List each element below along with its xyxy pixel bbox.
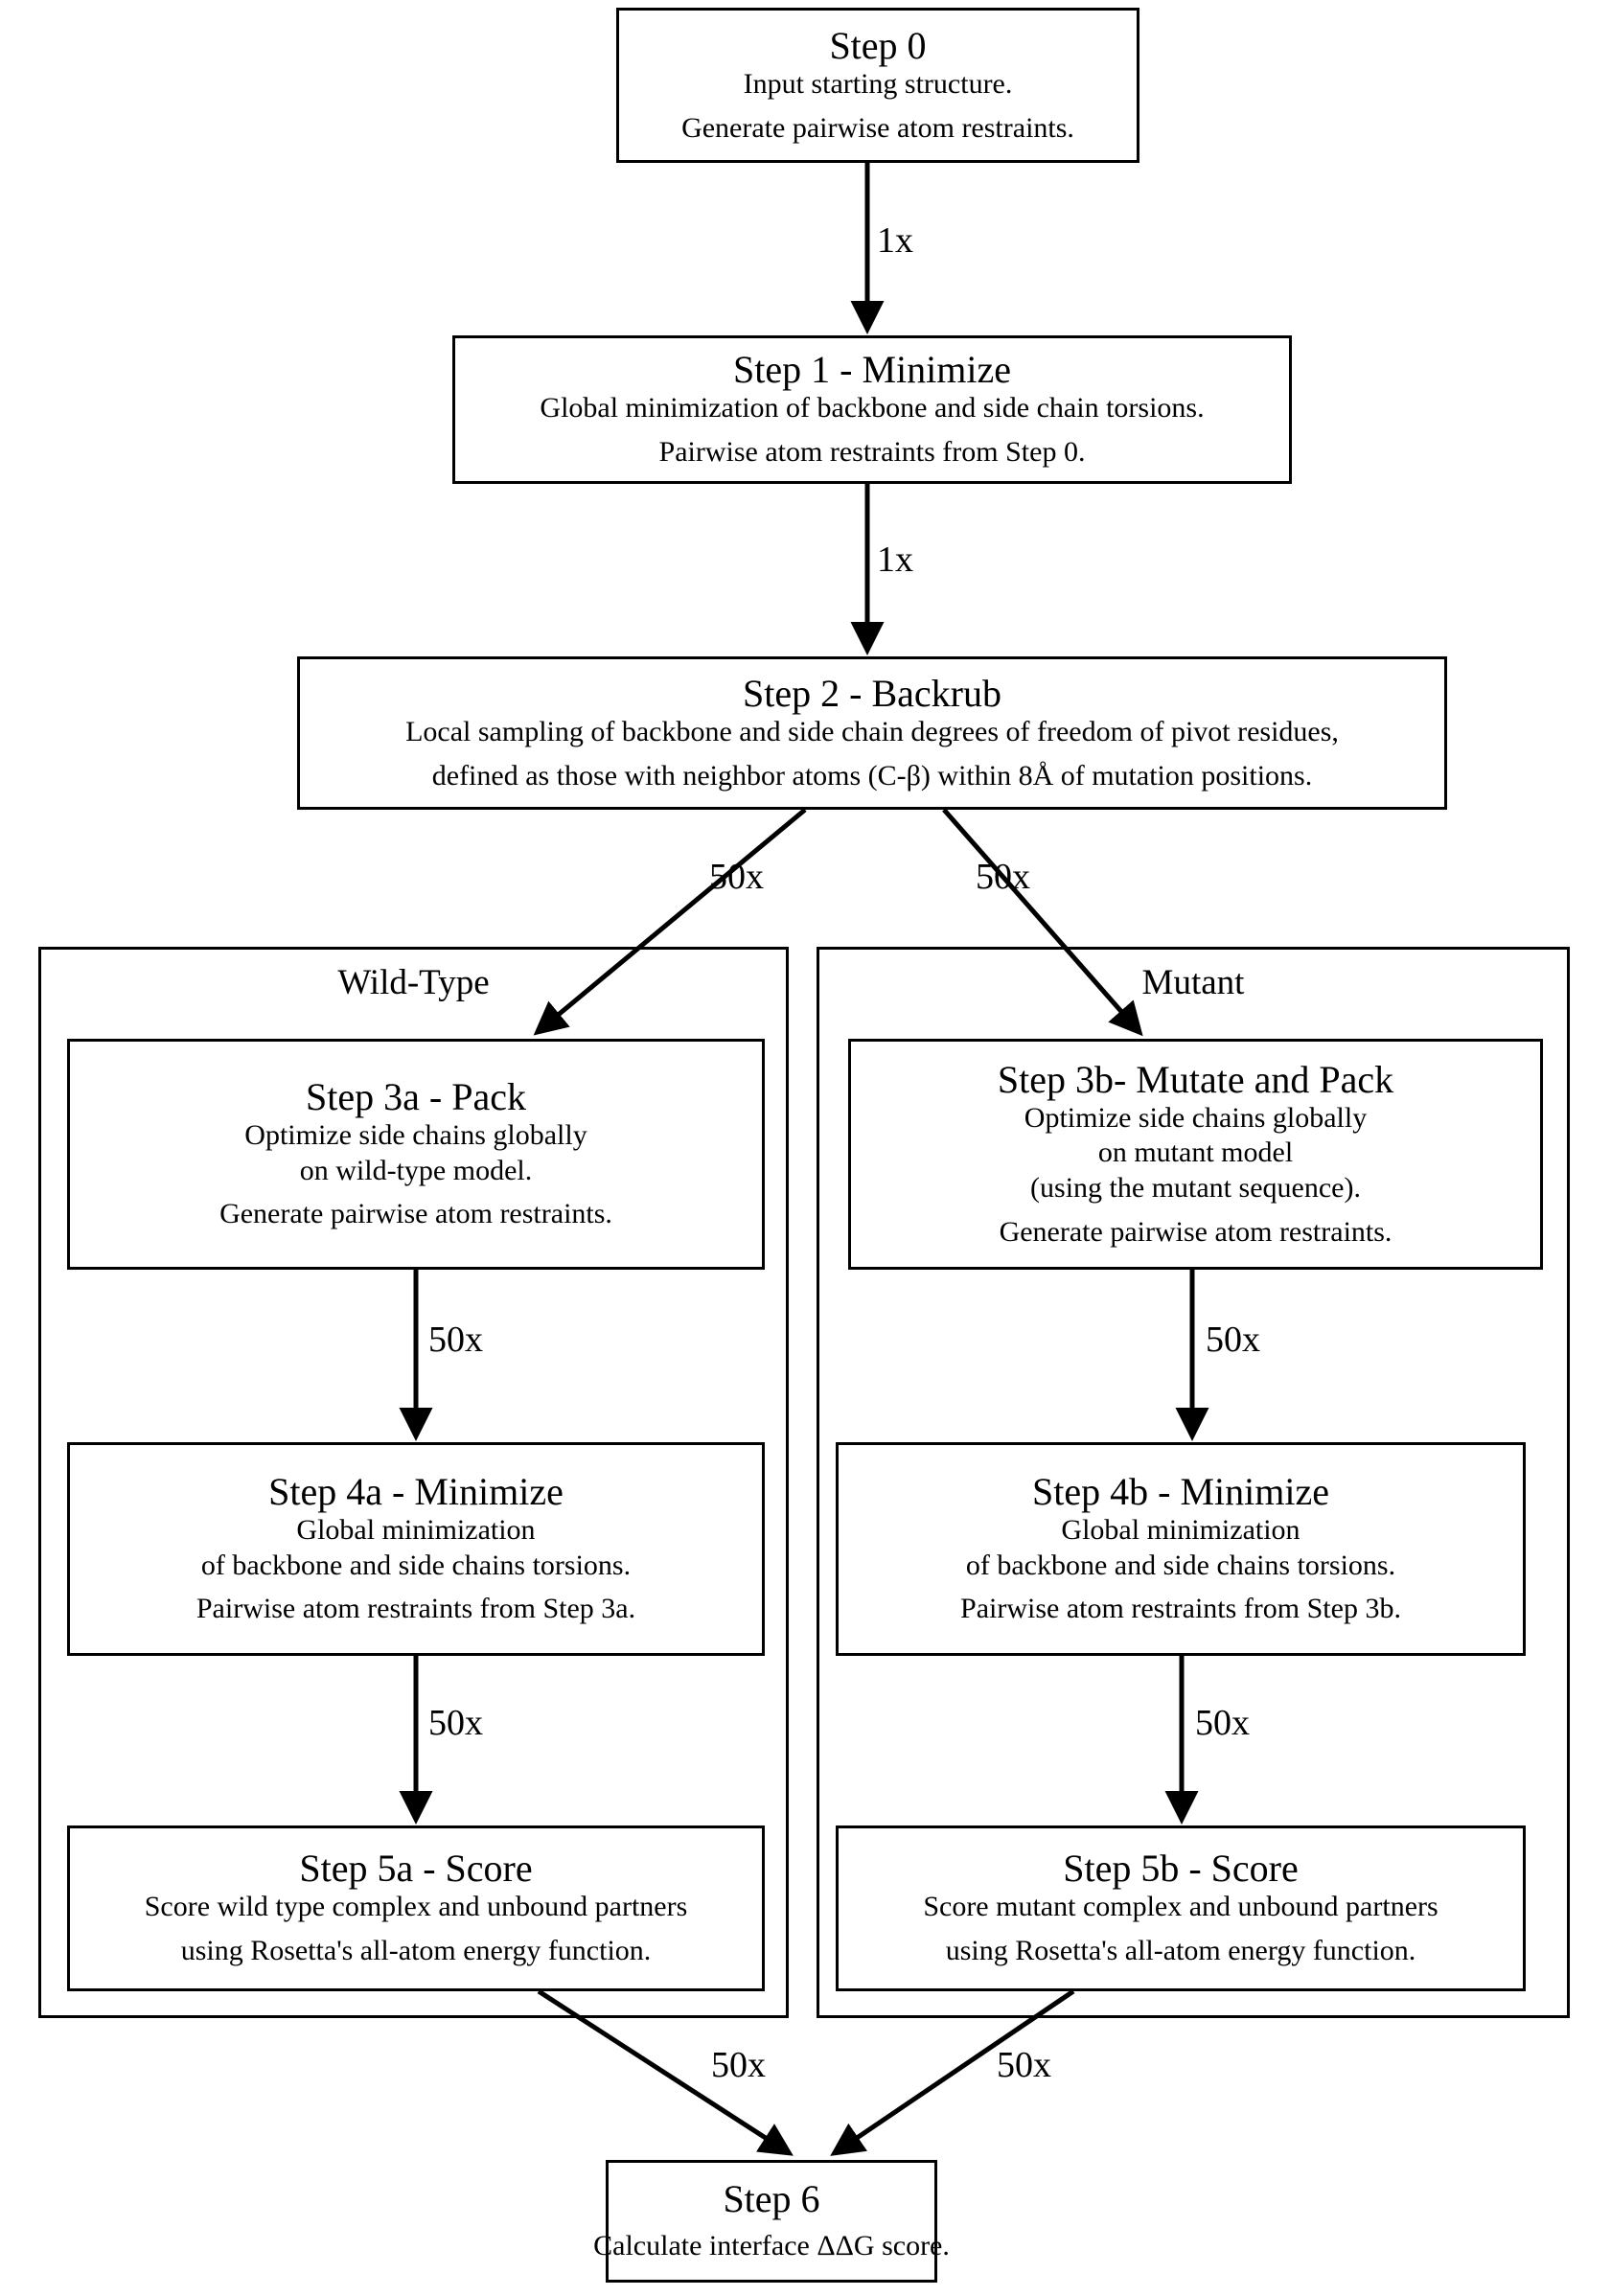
- node-step-3b-title: Step 3b- Mutate and Pack: [997, 1057, 1394, 1101]
- group-wild-type-label: Wild-Type: [337, 963, 490, 1002]
- node-step-4b-line-3: Pairwise atom restraints from Step 3b.: [960, 1593, 1401, 1625]
- node-step-4b-line-2: of backbone and side chains torsions.: [965, 1549, 1396, 1581]
- node-step-4b[interactable]: Step 4b - Minimize Global minimization o…: [836, 1442, 1526, 1656]
- edge-label-step1-step2: 1x: [877, 540, 913, 580]
- node-step-5a[interactable]: Step 5a - Score Score wild type complex …: [67, 1825, 765, 1991]
- edge-label-step2-step3a: 50x: [709, 857, 764, 897]
- edge-label-step3a-step4a: 50x: [428, 1320, 483, 1360]
- node-step-3b[interactable]: Step 3b- Mutate and Pack Optimize side c…: [848, 1039, 1543, 1270]
- edge-step5b-step6: [830, 1988, 1075, 2156]
- edge-step2-step3b: [942, 808, 1143, 1037]
- node-step-6-line-1: Calculate interface ΔΔG score.: [593, 2230, 950, 2262]
- node-step-1-line-2: Pairwise atom restraints from Step 0.: [658, 436, 1086, 468]
- node-step-4a-line-2: of backbone and side chains torsions.: [200, 1549, 632, 1581]
- group-mutant-label: Mutant: [1141, 963, 1245, 1002]
- node-step-5b-line-2: using Rosetta's all-atom energy function…: [945, 1935, 1416, 1966]
- node-step-1-title: Step 1 - Minimize: [733, 348, 1011, 392]
- node-step-3a[interactable]: Step 3a - Pack Optimize side chains glob…: [67, 1039, 765, 1270]
- node-step-3a-title: Step 3a - Pack: [306, 1075, 526, 1119]
- edge-label-step3b-step4b: 50x: [1206, 1320, 1260, 1360]
- node-step-3b-line-3: (using the mutant sequence).: [1030, 1172, 1361, 1204]
- node-step-5b[interactable]: Step 5b - Score Score mutant complex and…: [836, 1825, 1526, 1991]
- edge-step5a-step6: [537, 1988, 794, 2156]
- edge-label-step0-step1: 1x: [877, 220, 913, 261]
- edge-step2-step3a: [533, 808, 807, 1036]
- node-step-1-line-1: Global minimization of backbone and side…: [540, 392, 1205, 425]
- node-step-3a-line-1: Optimize side chains globally: [244, 1119, 587, 1152]
- node-step-4a[interactable]: Step 4a - Minimize Global minimization o…: [67, 1442, 765, 1656]
- node-step-0[interactable]: Step 0 Input starting structure. Generat…: [616, 8, 1139, 163]
- node-step-2-line-1: Local sampling of backbone and side chai…: [405, 715, 1339, 747]
- node-step-0-line-2: Generate pairwise atom restraints.: [681, 111, 1074, 144]
- node-step-5a-line-2: using Rosetta's all-atom energy function…: [180, 1935, 652, 1966]
- node-step-3b-line-2: on mutant model: [1097, 1137, 1294, 1169]
- node-step-4a-line-1: Global minimization: [296, 1514, 536, 1547]
- node-step-4b-line-1: Global minimization: [1061, 1514, 1300, 1547]
- edge-label-step5b-step6: 50x: [997, 2045, 1051, 2085]
- node-step-0-title: Step 0: [829, 23, 927, 67]
- node-step-2[interactable]: Step 2 - Backrub Local sampling of backb…: [297, 656, 1447, 810]
- node-step-1[interactable]: Step 1 - Minimize Global minimization of…: [452, 335, 1292, 484]
- node-step-2-line-2: defined as those with neighbor atoms (C-…: [431, 759, 1313, 792]
- edge-label-step4b-step5b: 50x: [1195, 1703, 1250, 1743]
- node-step-4a-line-3: Pairwise atom restraints from Step 3a.: [196, 1593, 636, 1625]
- node-step-5b-line-1: Score mutant complex and unbound partner…: [923, 1891, 1438, 1923]
- node-step-3b-line-4: Generate pairwise atom restraints.: [999, 1215, 1392, 1248]
- node-step-3a-line-3: Generate pairwise atom restraints.: [219, 1198, 612, 1230]
- edge-label-step4a-step5a: 50x: [428, 1703, 483, 1743]
- node-step-4b-title: Step 4b - Minimize: [1032, 1470, 1329, 1514]
- edge-label-step5a-step6: 50x: [711, 2045, 766, 2085]
- node-step-3a-line-2: on wild-type model.: [299, 1154, 533, 1186]
- node-step-3b-line-1: Optimize side chains globally: [1024, 1101, 1368, 1134]
- edge-label-step2-step3b: 50x: [976, 857, 1030, 897]
- node-step-5b-title: Step 5b - Score: [1063, 1847, 1299, 1891]
- node-step-5a-title: Step 5a - Score: [299, 1847, 533, 1891]
- node-step-6[interactable]: Step 6 Calculate interface ΔΔG score.: [593, 2160, 950, 2283]
- node-step-0-line-1: Input starting structure.: [743, 67, 1013, 100]
- node-step-5a-line-1: Score wild type complex and unbound part…: [144, 1891, 688, 1923]
- node-step-4a-title: Step 4a - Minimize: [268, 1470, 564, 1514]
- node-step-2-title: Step 2 - Backrub: [743, 671, 1001, 715]
- node-step-6-title: Step 6: [723, 2177, 820, 2221]
